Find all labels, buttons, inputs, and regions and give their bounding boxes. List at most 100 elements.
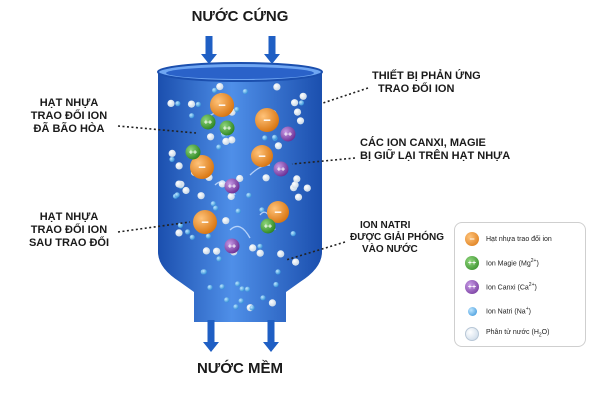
callout-reactor: THIẾT BỊ PHẢN ỨNG TRAO ĐỔI ION	[372, 70, 481, 96]
legend-label: Hạt nhựa trao đổi ion	[486, 235, 552, 243]
resin-bead: −	[193, 210, 217, 234]
water-molecule	[207, 133, 215, 141]
sodium-ion	[290, 231, 296, 237]
legend-label: Ion Canxi (Ca2+)	[486, 282, 537, 292]
svg-text:−: −	[218, 98, 226, 113]
svg-text:−: −	[198, 160, 206, 175]
sodium-ion	[262, 135, 268, 141]
sodium-ion	[259, 207, 265, 213]
svg-text:++: ++	[264, 223, 272, 230]
sodium-ion	[273, 281, 279, 288]
water-molecule-icon	[465, 327, 479, 341]
sodium-ion-icon	[467, 306, 477, 316]
water-molecule	[277, 250, 285, 258]
resin-bead-icon: −	[465, 232, 479, 246]
resin-bead: −	[267, 201, 289, 223]
water-molecule	[197, 192, 205, 200]
water-molecule	[168, 149, 176, 157]
flow-swirl	[249, 164, 271, 176]
water-molecule	[293, 108, 302, 116]
water-molecule	[256, 249, 264, 257]
callout-leaders	[117, 87, 369, 261]
svg-text:++: ++	[228, 183, 236, 190]
sodium-ion	[244, 286, 251, 292]
calcium-ion: ++	[273, 161, 289, 177]
water-molecule	[222, 217, 230, 225]
water-molecule	[228, 136, 236, 144]
sodium-ion	[233, 304, 239, 310]
sodium-ion	[239, 286, 245, 292]
svg-text:++: ++	[284, 131, 292, 138]
resin-bead: −	[210, 93, 234, 117]
sodium-ion	[242, 88, 248, 95]
sodium-ion	[235, 281, 241, 287]
sodium-ion	[195, 101, 201, 107]
sodium-ion	[216, 144, 222, 150]
legend-item-calcium: ++ Ion Canxi (Ca2+)	[465, 280, 537, 294]
water-molecule	[291, 181, 299, 189]
sodium-ion	[260, 295, 266, 301]
svg-text:−: −	[274, 205, 282, 220]
water-molecule	[296, 117, 305, 125]
water-molecule	[303, 184, 311, 192]
sodium-ion	[210, 201, 216, 207]
sodium-ion	[257, 243, 263, 249]
sodium-ion	[216, 256, 222, 262]
water-molecule	[293, 175, 301, 183]
magnesium-ion: ++	[200, 114, 216, 130]
water-molecule	[294, 193, 303, 201]
water-molecule	[273, 83, 281, 91]
water-molecule	[175, 162, 183, 170]
sodium-ion	[174, 192, 180, 198]
water-molecule	[175, 229, 183, 237]
legend-item-water: Phân tử nước (H2O)	[465, 327, 549, 341]
sodium-ion	[189, 113, 195, 119]
flow-arrow	[203, 320, 219, 352]
water-molecule	[175, 180, 183, 188]
sodium-ion	[189, 234, 195, 240]
sodium-ion	[201, 269, 207, 275]
legend: − Hạt nhựa trao đổi ion ++ Ion Magie (Mg…	[454, 222, 586, 347]
calcium-ion: ++	[224, 178, 240, 194]
water-molecule	[268, 299, 276, 307]
svg-text:−: −	[263, 113, 271, 128]
sodium-ion	[205, 233, 211, 239]
water-molecule	[291, 99, 299, 107]
legend-item-sodium: Ion Natri (Na+)	[465, 304, 531, 318]
resin-bead: −	[255, 108, 279, 132]
legend-item-resin: − Hạt nhựa trao đổi ion	[465, 232, 552, 246]
svg-text:−: −	[201, 215, 209, 230]
water-molecule	[299, 92, 307, 100]
water-molecule	[167, 99, 175, 107]
soft-water-label: NƯỚC MỀM	[196, 360, 284, 377]
flow-arrow	[263, 320, 279, 352]
water-molecule	[292, 258, 300, 266]
flow-arrow	[264, 36, 280, 64]
water-molecule	[216, 83, 224, 91]
callout-saturated-resin: HẠT NHỰA TRAO ĐỔI ION ĐÃ BÃO HÒA	[30, 97, 108, 136]
svg-text:++: ++	[277, 166, 285, 173]
legend-label: Phân tử nước (H2O)	[486, 329, 550, 339]
calcium-ion: ++	[224, 238, 240, 254]
sodium-ion	[235, 208, 241, 214]
magnesium-ion: ++	[219, 120, 235, 136]
legend-label: Ion Natri (Na+)	[486, 306, 531, 316]
flow-swirl	[229, 225, 251, 239]
water-molecule	[274, 142, 282, 150]
water-molecule	[213, 247, 221, 255]
svg-text:++: ++	[228, 243, 236, 250]
sodium-ion	[298, 100, 304, 106]
sodium-ion	[212, 87, 218, 93]
svg-text:++: ++	[204, 119, 212, 126]
magnesium-ion: ++	[185, 144, 201, 160]
sodium-ion	[169, 156, 175, 162]
sodium-ion	[272, 134, 278, 140]
sodium-ion	[177, 222, 183, 228]
particle-field: −−−−−−++++++++++++++++	[167, 83, 311, 312]
callout-ions-retained: CÁC ION CANXI, MAGIE BỊ GIỮ LẠI TRÊN HẠT…	[360, 137, 511, 163]
sodium-ion	[185, 229, 191, 235]
water-molecule	[187, 100, 196, 108]
flow-arrow	[201, 36, 217, 64]
water-molecule	[227, 192, 235, 201]
